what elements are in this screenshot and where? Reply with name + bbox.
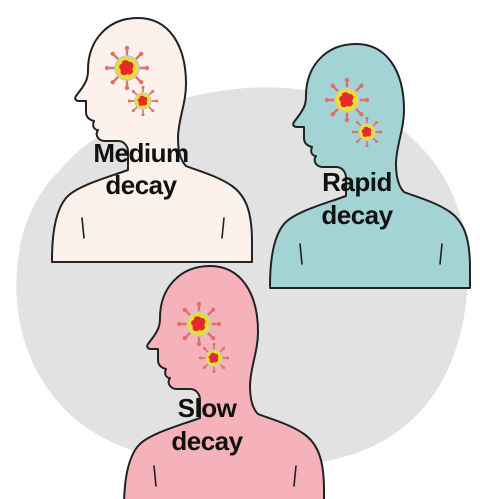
virus-particle-icon: [325, 78, 369, 122]
figure-label-line2: decay: [105, 170, 177, 200]
figure-label-line1: Rapid: [322, 167, 392, 197]
figure-label-line2: decay: [321, 200, 393, 230]
virus-particle-icon: [105, 46, 149, 90]
figure-label-line1: Slow: [178, 393, 238, 423]
figure-label-line1: Medium: [93, 138, 188, 168]
virus-particle-icon: [128, 86, 158, 116]
virus-particle-icon: [199, 343, 229, 373]
virus-particle-icon: [352, 117, 382, 147]
virus-particle-icon: [177, 302, 221, 346]
figure-label-line2: decay: [171, 426, 243, 456]
